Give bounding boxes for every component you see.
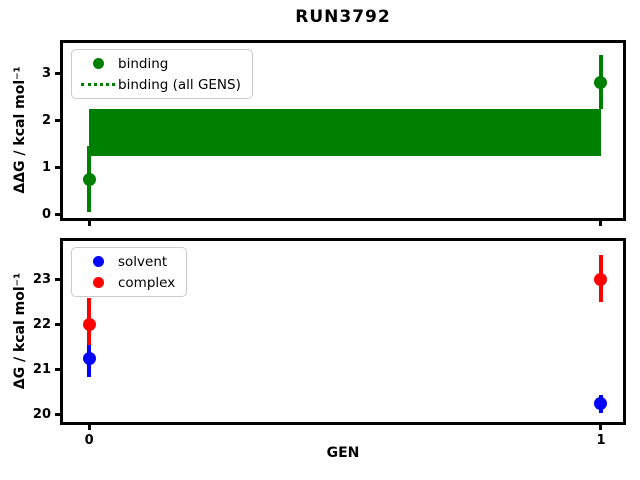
legend-label: binding (all GENS) [118, 76, 241, 93]
chart-title: RUN3792 [295, 7, 391, 27]
y-tick-label: 1 [41, 160, 51, 176]
y-tick-label: 0 [41, 207, 51, 223]
y-tick-label: 20 [32, 407, 51, 423]
legend-label: complex [118, 274, 176, 291]
legend: binding binding (all GENS) [71, 49, 253, 99]
y-tick-mark [55, 119, 60, 123]
legend-entry-solvent: solvent [78, 251, 175, 272]
circle-marker-icon [78, 58, 118, 69]
binding-all-gens-confidence-band [89, 108, 601, 156]
circle-marker-icon [78, 277, 118, 288]
y-tick-mark [55, 72, 60, 76]
top-subplot-axes: 0 1 2 3 binding binding (all GENS) [42, 40, 626, 226]
binding-data-point [594, 76, 608, 90]
y-tick-label: 3 [41, 66, 51, 82]
legend: solvent complex [71, 247, 188, 297]
y-tick-mark [55, 413, 60, 417]
solvent-data-point [594, 397, 608, 411]
y-tick-label: 2 [41, 113, 51, 129]
x-tick-label: 1 [596, 433, 606, 448]
y-tick-mark [55, 166, 60, 170]
y-tick-label: 22 [32, 317, 51, 333]
complex-data-point [594, 273, 608, 287]
legend-label: solvent [118, 253, 168, 270]
circle-marker-icon [78, 256, 118, 267]
x-tick-mark [87, 221, 91, 226]
y-tick-mark [55, 323, 60, 327]
y-tick-label: 23 [32, 272, 51, 288]
legend-label: binding [118, 55, 169, 72]
x-tick-mark [599, 221, 603, 226]
binding-data-point [82, 172, 96, 186]
x-axis-label: GEN [326, 445, 360, 461]
y-tick-mark [55, 368, 60, 372]
dotted-line-marker-icon [78, 83, 118, 86]
x-tick-mark [599, 425, 603, 430]
legend-entry-binding: binding [78, 53, 241, 74]
legend-entry-complex: complex [78, 272, 175, 293]
solvent-data-point [82, 352, 96, 365]
complex-data-point [82, 318, 96, 332]
bottom-subplot-axes: 20 21 22 23 0 1 solvent complex [33, 238, 626, 448]
legend-entry-binding-all-gens: binding (all GENS) [78, 74, 241, 95]
x-tick-mark [87, 425, 91, 430]
x-tick-label: 0 [84, 433, 94, 448]
y-tick-label: 21 [32, 362, 51, 378]
y-tick-mark [55, 278, 60, 282]
y-tick-mark [55, 213, 60, 217]
